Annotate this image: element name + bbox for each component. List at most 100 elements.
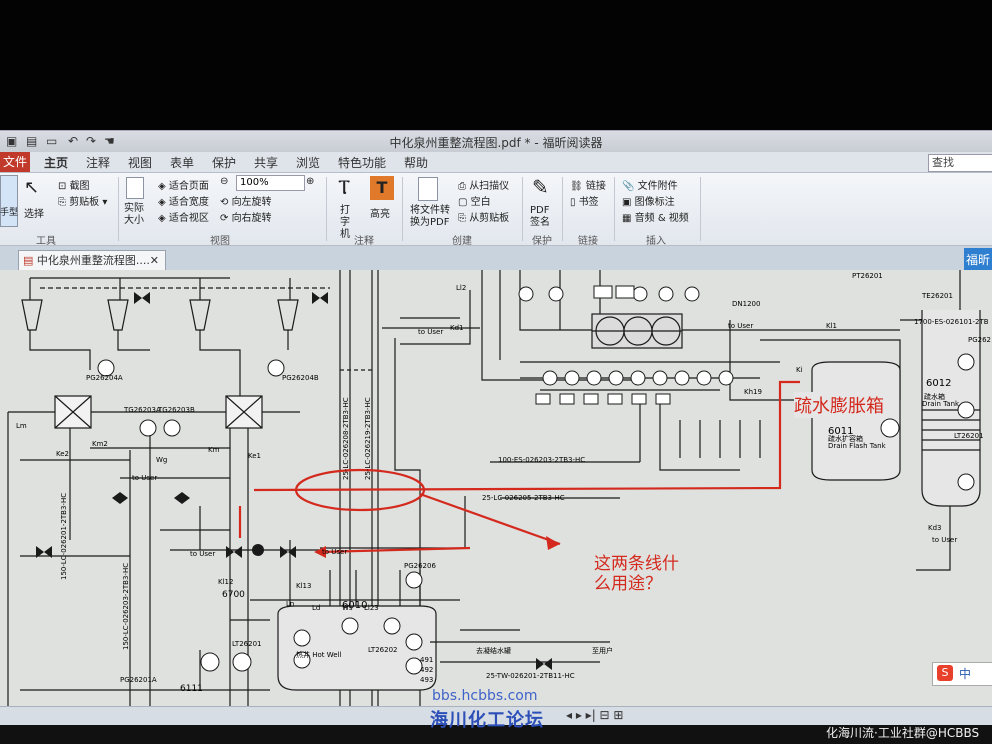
- menu-share[interactable]: 共享: [254, 156, 279, 170]
- line-number: 25-LC-026219-2TB3-HC: [364, 397, 372, 480]
- foxit-side-button[interactable]: 福昕: [964, 248, 992, 272]
- menu-protect[interactable]: 保护: [212, 156, 237, 170]
- blank-button[interactable]: ▢ 空白: [458, 197, 491, 208]
- tag-label: Km: [208, 446, 220, 454]
- title-bar: ▣ ▤ ▭ ↶ ↷ ☚ 中化泉州重整流程图.pdf * - 福昕阅读器: [0, 130, 992, 153]
- fit-visible-label: 适合视区: [168, 213, 209, 224]
- menu-browse[interactable]: 浏览: [296, 156, 321, 170]
- open-icon[interactable]: ▭: [46, 134, 58, 148]
- tag-label: TG26203B: [158, 406, 195, 414]
- question-line-1: 这两条线什: [594, 554, 679, 574]
- zoom-out-icon[interactable]: ⊖: [220, 176, 229, 187]
- clipboard-button[interactable]: ⎘ 剪贴板 ▾: [58, 197, 108, 208]
- hand-tool-label: 手型: [0, 208, 19, 218]
- rotate-right-button[interactable]: ⟳ 向右旋转: [220, 213, 272, 224]
- bookmark-button[interactable]: ▯ 书签: [570, 197, 599, 208]
- insert-group-label: 插入: [646, 236, 666, 247]
- highlight-label[interactable]: 高亮: [370, 209, 390, 220]
- from-scanner-button[interactable]: ⎙ 从扫描仪: [458, 181, 510, 192]
- pdf-sign-label[interactable]: PDF签名: [530, 205, 550, 228]
- clipboard-label: 剪贴板: [69, 197, 100, 208]
- undo-icon[interactable]: ↶: [68, 134, 79, 148]
- rotate-left-button[interactable]: ⟲ 向左旋转: [220, 197, 272, 208]
- file-attachment-button[interactable]: 📎 文件附件: [622, 181, 678, 192]
- tag-label: PT26201: [852, 272, 883, 280]
- audio-video-button[interactable]: ▦ 音频 & 视频: [622, 213, 689, 224]
- tag-label: 491: [420, 656, 434, 664]
- pdf-file-icon: ▤: [23, 254, 34, 267]
- from-clipboard-button[interactable]: ⎘ 从剪贴板: [458, 213, 510, 224]
- snapshot-label: 截图: [69, 181, 90, 192]
- document-tab-label: 中化泉州重整流程图....: [36, 254, 150, 267]
- tag-label: Ln: [286, 600, 295, 608]
- menu-form[interactable]: 表单: [170, 156, 195, 170]
- tag-label: Ws: [342, 604, 353, 612]
- rotate-right-label: 向右旋转: [231, 213, 272, 224]
- image-mark-label: 图像标注: [634, 197, 675, 208]
- menu-home[interactable]: 主页: [44, 156, 69, 170]
- view-group-label: 视图: [210, 236, 230, 247]
- fit-width-button[interactable]: ◈ 适合宽度: [158, 197, 209, 208]
- search-input[interactable]: 查找: [928, 154, 992, 172]
- select-arrow-icon[interactable]: ↖: [24, 177, 40, 198]
- image-mark-button[interactable]: ▣ 图像标注: [622, 197, 675, 208]
- tag-label: Kl12: [218, 578, 234, 586]
- tag-label: Kd3: [928, 524, 942, 532]
- hand-tool-icon[interactable]: [0, 175, 18, 227]
- flash-tank-number: 6011: [828, 426, 854, 437]
- pdf-sign-icon[interactable]: ✎: [532, 175, 549, 199]
- tag-label: to User: [728, 322, 754, 330]
- ime-indicator[interactable]: S 中: [932, 662, 992, 686]
- snapshot-button[interactable]: ⊡ 截图: [58, 181, 90, 192]
- tag-label: to User: [322, 548, 348, 556]
- redo-icon[interactable]: ↷: [86, 134, 97, 148]
- tag-label: Ld: [312, 604, 321, 612]
- tag-label: Lm: [16, 422, 27, 430]
- audio-video-label: 音频 & 视频: [634, 213, 689, 224]
- typewriter-label[interactable]: 打字机: [340, 205, 350, 240]
- menu-help[interactable]: 帮助: [404, 156, 429, 170]
- watermark-url: bbs.hcbbs.com: [432, 688, 538, 704]
- watermark-credit: 化海川流·工业社群@HCBBS: [826, 726, 980, 740]
- divider: [118, 177, 119, 241]
- ime-mode-icon: 中: [959, 667, 972, 681]
- drain-expansion-tank-annotation: 疏水膨胀箱: [794, 392, 884, 418]
- tag-label: Wg: [156, 456, 168, 464]
- menu-view[interactable]: 视图: [128, 156, 153, 170]
- document-canvas[interactable]: PG26204A TG26203A TG26203B PG26204B Ke2 …: [0, 270, 992, 710]
- select-label[interactable]: 选择: [24, 209, 44, 220]
- divider: [522, 177, 523, 241]
- tag-label: DN1200: [732, 300, 761, 308]
- actual-size-icon: [126, 177, 144, 199]
- tag-label: 493: [420, 676, 434, 684]
- fit-page-button[interactable]: ◈ 适合页面: [158, 181, 209, 192]
- actual-size-button[interactable]: 实际大小: [124, 203, 144, 226]
- create-group-label: 创建: [452, 236, 472, 247]
- typewriter-icon[interactable]: Ⲧ: [338, 175, 351, 199]
- fit-visible-button[interactable]: ◈ 适合视区: [158, 213, 209, 224]
- document-tab[interactable]: ▤ 中化泉州重整流程图.... ✕: [18, 250, 166, 271]
- tag-label: 6111: [180, 684, 203, 694]
- link-button[interactable]: ⛓ 链接: [570, 181, 606, 192]
- save-icon[interactable]: ▣: [6, 134, 18, 148]
- tag-label: Kh19: [744, 388, 762, 396]
- file-menu-button[interactable]: 文件: [0, 152, 30, 172]
- menu-comment[interactable]: 注释: [86, 156, 111, 170]
- screen-bezel: [0, 0, 992, 130]
- close-tab-icon[interactable]: ✕: [149, 254, 159, 267]
- tag-label: LT26201: [232, 640, 262, 648]
- convert-pdf-button[interactable]: 将文件转换为PDF: [410, 205, 450, 228]
- fit-page-label: 适合页面: [168, 181, 209, 192]
- window-title: 中化泉州重整流程图.pdf * - 福昕阅读器: [389, 136, 603, 150]
- print-icon[interactable]: ▤: [26, 134, 38, 148]
- tag-label: Km2: [92, 440, 108, 448]
- page-nav-icons[interactable]: ◂ ▸ ▸| ⊟ ⊞: [566, 708, 624, 722]
- drain-tank-cn-label: 疏水箱: [924, 393, 945, 401]
- hand-tool-icon[interactable]: ☚: [104, 134, 115, 148]
- menu-features[interactable]: 特色功能: [338, 156, 387, 170]
- highlight-icon[interactable]: T: [370, 176, 394, 200]
- zoom-field[interactable]: 100%: [236, 175, 305, 191]
- zoom-in-icon[interactable]: ⊕: [306, 176, 315, 187]
- from-scanner-label: 从扫描仪: [469, 181, 510, 192]
- tag-label: to User: [932, 536, 958, 544]
